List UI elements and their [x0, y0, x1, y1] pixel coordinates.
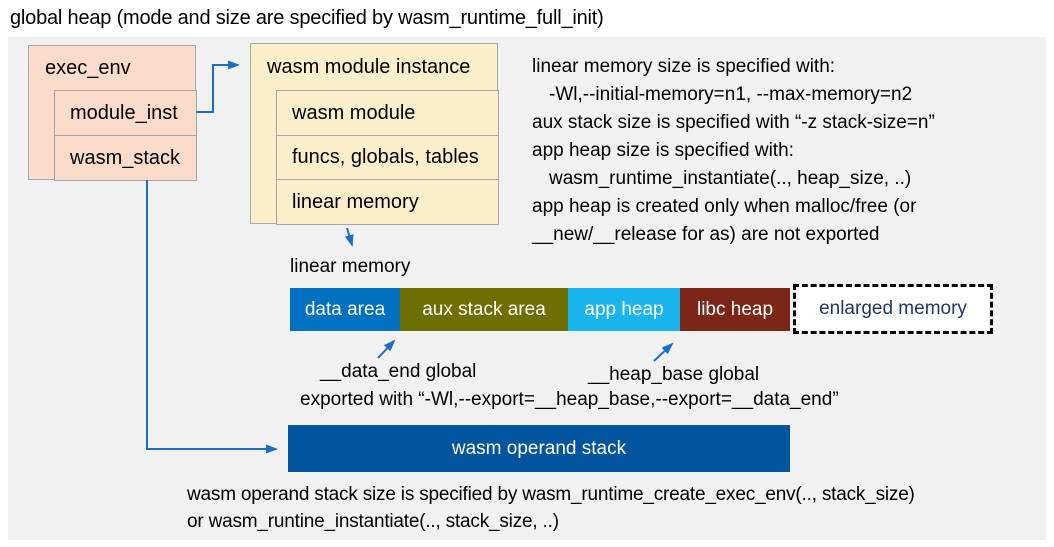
- note-app-heap-created-2: __new/__release for as) are not exported: [532, 224, 880, 245]
- data-end-global-label: __data_end global: [320, 361, 477, 382]
- exec-env-row-module-inst: module_inst: [54, 90, 197, 136]
- segment-app-heap: app heap: [568, 288, 680, 331]
- linear-memory-label: linear memory: [290, 256, 411, 277]
- linear-memory-bar: data area aux stack area app heap libc h…: [290, 288, 790, 331]
- segment-libc-heap: libc heap: [680, 288, 790, 331]
- note-aux-stack-size: aux stack size is specified with “-z sta…: [532, 112, 935, 133]
- module-instance-row-funcs-globals-tables: funcs, globals, tables: [276, 135, 499, 180]
- diagram-title: global heap (mode and size are specified…: [10, 7, 604, 29]
- module-instance-row-linear-memory: linear memory: [276, 179, 499, 225]
- enlarged-memory-box: enlarged memory: [793, 284, 993, 334]
- exec-env-header: exec_env: [45, 57, 131, 79]
- heap-base-global-label: __heap_base global: [588, 364, 760, 385]
- bottom-notes: wasm operand stack size is specified by …: [187, 481, 915, 535]
- note-app-heap-size: app heap size is specified with:: [532, 140, 794, 161]
- bottom-note-line-2: or wasm_runtine_instantiate(.., stack_si…: [187, 511, 559, 532]
- module-instance-row-wasm-module: wasm module: [276, 90, 499, 136]
- notes-right: linear memory size is specified with: -W…: [532, 53, 935, 249]
- bottom-note-line-1: wasm operand stack size is specified by …: [187, 484, 915, 505]
- exec-env-row-wasm-stack: wasm_stack: [54, 135, 197, 181]
- exec-env-box: exec_env module_inst wasm_stack: [28, 45, 197, 181]
- module-instance-box: wasm module instance wasm module funcs, …: [250, 43, 499, 225]
- note-runtime-instantiate: wasm_runtime_instantiate(.., heap_size, …: [549, 168, 912, 189]
- wasm-operand-stack-bar: wasm operand stack: [288, 425, 790, 472]
- note-app-heap-created-1: app heap is created only when malloc/fre…: [532, 196, 917, 217]
- note-initial-max-memory: -Wl,--initial-memory=n1, --max-memory=n2: [549, 84, 913, 105]
- note-linear-memory-size: linear memory size is specified with:: [532, 56, 836, 77]
- module-instance-header: wasm module instance: [267, 56, 471, 78]
- segment-aux-stack-area: aux stack area: [400, 288, 568, 331]
- exported-with-label: exported with “-Wl,--export=__heap_base,…: [300, 389, 839, 410]
- segment-data-area: data area: [290, 288, 400, 331]
